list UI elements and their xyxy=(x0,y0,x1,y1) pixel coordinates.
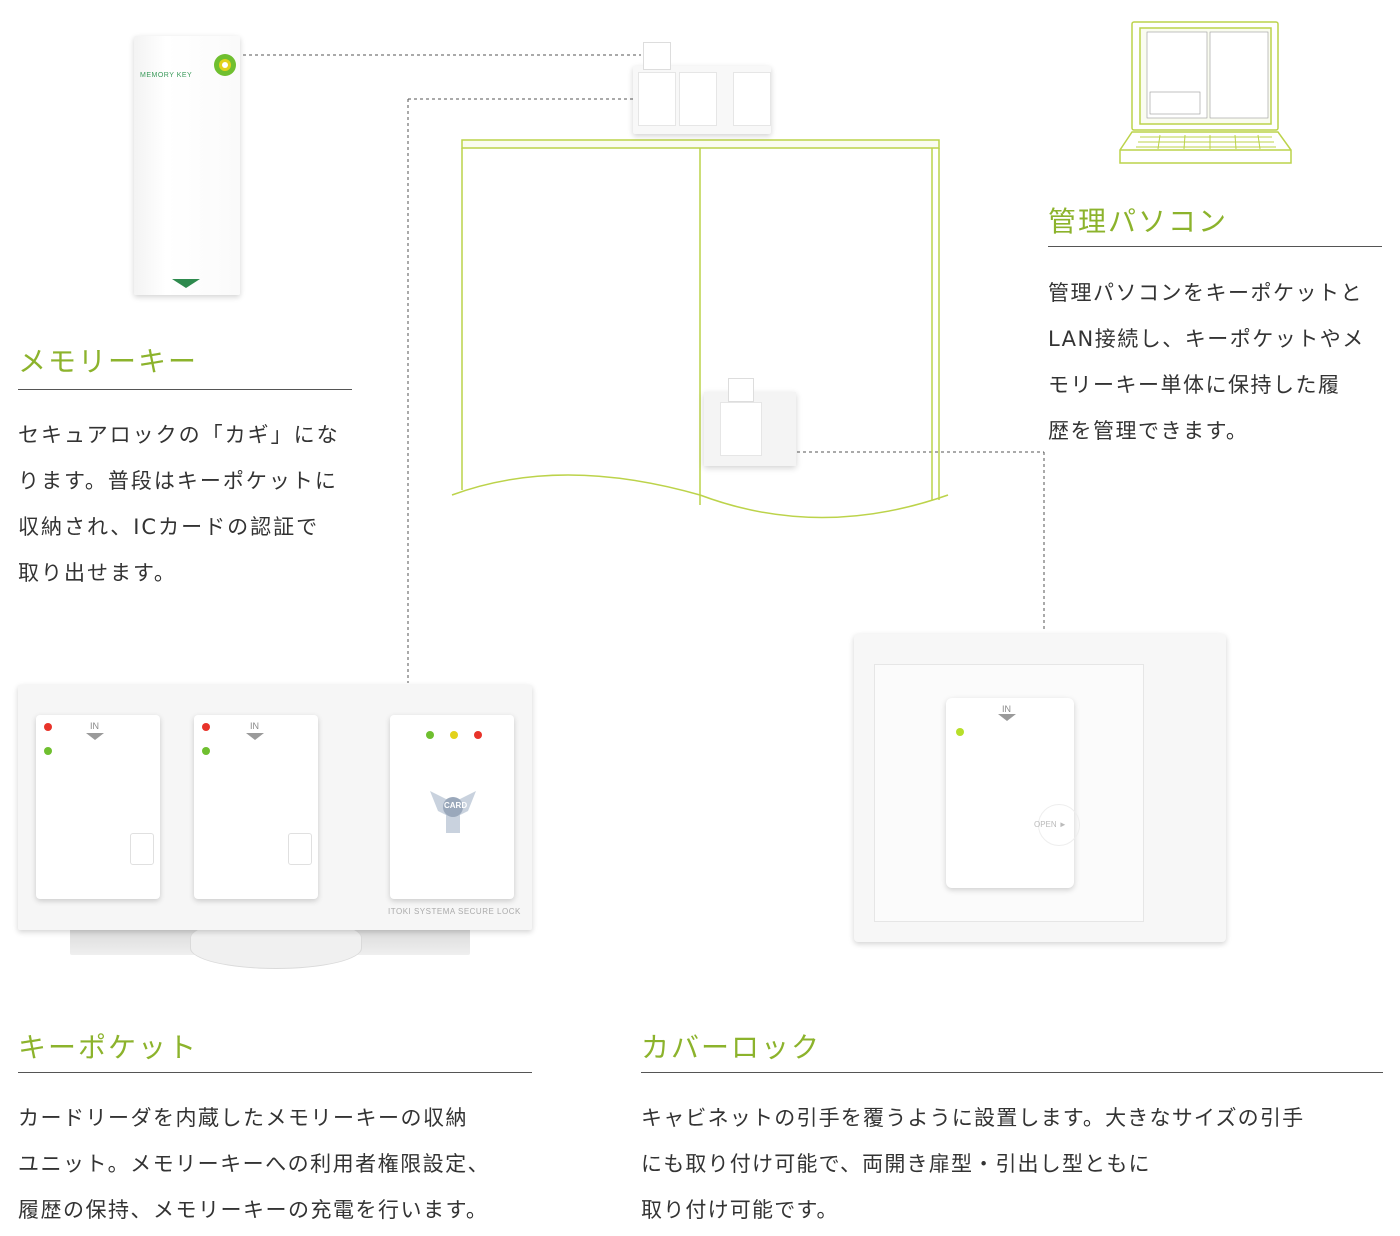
led-red xyxy=(44,723,52,731)
key-pocket-slot-1: IN xyxy=(36,715,160,899)
management-pc-line: 歴を管理できます。 xyxy=(1048,419,1249,443)
key-slot-icon xyxy=(288,833,312,865)
management-pc-line: モリーキー単体に保持した履 xyxy=(1048,373,1341,397)
memory-key-line: ります。普段はキーポケットに xyxy=(18,469,338,493)
led-red xyxy=(202,723,210,731)
slot-arrow-icon xyxy=(998,714,1016,721)
brand-label: ITOKI SYSTEMA SECURE LOCK xyxy=(388,907,521,916)
led-yellow xyxy=(450,731,458,739)
card-icon xyxy=(430,791,476,833)
slot-arrow-icon xyxy=(86,733,104,740)
memory-key-label: MEMORY KEY xyxy=(140,72,193,79)
cover-lock-line: キャビネットの引手を覆うように設置します。大きなサイズの引手 xyxy=(641,1106,1305,1130)
key-pocket-title: キーポケット xyxy=(18,1031,199,1064)
cover-lock-title: カバーロック xyxy=(641,1031,822,1064)
key-pocket-device: IN IN CARD ITOKI SYSTEMA SECURE LOCK xyxy=(18,685,532,975)
slot-in-label: IN xyxy=(90,721,99,731)
management-pc-line: LAN接続し、キーポケットやメ xyxy=(1048,327,1365,351)
key-pocket-line: ユニット。メモリーキーへの利用者権限設定、 xyxy=(18,1152,491,1176)
led-red xyxy=(474,731,482,739)
management-pc-description: 管理パソコンをキーポケットと LAN接続し、キーポケットやメ モリーキー単体に保… xyxy=(1048,270,1365,454)
key-pocket-description: カードリーダを内蔵したメモリーキーの収納 ユニット。メモリーキーへの利用者権限設… xyxy=(18,1095,490,1233)
led-green xyxy=(202,747,210,755)
memory-key-thumbnail xyxy=(643,42,671,70)
memory-key-rule xyxy=(18,389,352,390)
cover-lock-thumbnail xyxy=(704,378,796,466)
led-green xyxy=(956,728,964,736)
cover-lock-description: キャビネットの引手を覆うように設置します。大きなサイズの引手 にも取り付け可能で… xyxy=(641,1095,1304,1233)
cover-lock-device: IN OPEN ► xyxy=(854,634,1226,942)
memory-key-description: セキュアロックの「カギ」にな ります。普段はキーポケットに 収納され、ICカード… xyxy=(18,412,340,596)
slot-arrow-icon xyxy=(246,733,264,740)
memory-key-arrow-icon xyxy=(172,279,200,288)
card-reader: CARD xyxy=(390,715,514,899)
slot-in-label: IN xyxy=(1002,704,1011,714)
slot-in-label: IN xyxy=(250,721,259,731)
memory-key-device: MEMORY KEY xyxy=(134,36,240,295)
open-label: OPEN ► xyxy=(1034,820,1067,829)
key-pocket-slot-2: IN xyxy=(194,715,318,899)
memory-key-logo xyxy=(214,54,236,76)
memory-key-line: セキュアロックの「カギ」にな xyxy=(18,423,340,447)
led-green xyxy=(426,731,434,739)
memory-key-line: 取り出せます。 xyxy=(18,561,177,585)
cover-lock-line: にも取り付け可能で、両開き扉型・引出し型ともに xyxy=(641,1152,1151,1176)
memory-key-line: 収納され、ICカードの認証で xyxy=(18,515,320,539)
led-green xyxy=(44,747,52,755)
cover-lock-unit: IN OPEN ► xyxy=(946,698,1080,888)
cabinet-door-outline xyxy=(451,139,949,519)
cover-lock-rule xyxy=(641,1072,1383,1073)
key-slot-icon xyxy=(130,833,154,865)
memory-key-title: メモリーキー xyxy=(18,345,199,378)
cover-lock-line: 取り付け可能です。 xyxy=(641,1198,839,1222)
key-pocket-panel: IN IN CARD ITOKI SYSTEMA SECURE LOCK xyxy=(18,685,532,930)
open-button xyxy=(1038,804,1080,846)
laptop-screen-ui xyxy=(1146,31,1269,119)
management-pc-title: 管理パソコン xyxy=(1048,205,1229,238)
key-pocket-rule xyxy=(18,1072,532,1073)
key-pocket-line: 履歴の保持、メモリーキーの充電を行います。 xyxy=(18,1198,489,1222)
key-pocket-line: カードリーダを内蔵したメモリーキーの収納 xyxy=(18,1106,468,1130)
card-label: CARD xyxy=(444,801,468,810)
management-pc-line: 管理パソコンをキーポケットと xyxy=(1048,281,1363,305)
management-pc-rule xyxy=(1048,246,1382,247)
key-pocket-thumbnail xyxy=(633,66,771,134)
